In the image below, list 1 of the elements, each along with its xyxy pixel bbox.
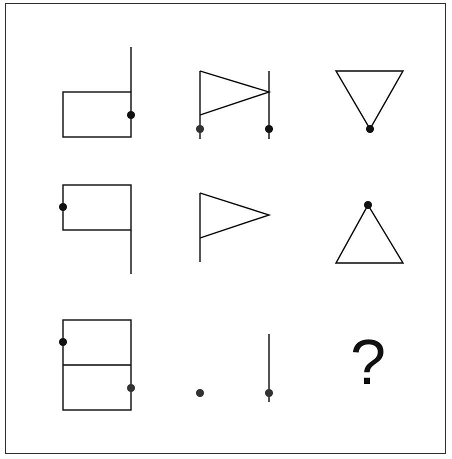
question-mark: ? (349, 326, 387, 398)
